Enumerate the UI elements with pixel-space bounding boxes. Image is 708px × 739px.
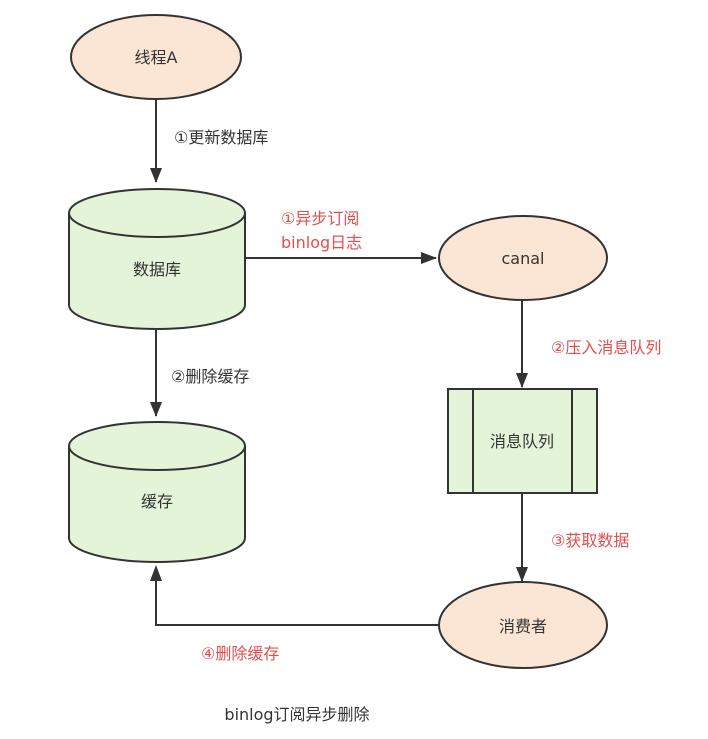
edge-label-delete-cache: ②删除缓存 bbox=[171, 367, 249, 386]
edge-label-fetch-data: ③获取数据 bbox=[551, 531, 629, 550]
arrowhead-icon bbox=[150, 168, 162, 183]
cylinder-body bbox=[68, 446, 246, 563]
ellipse-shape bbox=[438, 215, 608, 301]
node-label: 数据库 bbox=[133, 260, 181, 279]
node-canal[interactable]: canal bbox=[438, 215, 608, 301]
node-cache[interactable]: 缓存 bbox=[68, 421, 246, 563]
node-message-queue[interactable]: 消息队列 bbox=[447, 388, 598, 494]
node-label: 线程A bbox=[135, 48, 178, 67]
cylinder-top bbox=[68, 421, 246, 471]
arrowhead-icon bbox=[421, 252, 437, 264]
edge-push-mq bbox=[516, 300, 528, 388]
edge-label-subscribe-line1: ①异步订阅 bbox=[281, 209, 359, 228]
ellipse-shape bbox=[70, 14, 242, 100]
arrowhead-icon bbox=[516, 373, 528, 388]
node-label: 消费者 bbox=[499, 617, 547, 636]
node-thread-a[interactable]: 线程A bbox=[70, 14, 242, 100]
edge-line bbox=[155, 568, 438, 626]
edge-label-consumer-delete-cache: ④删除缓存 bbox=[201, 644, 279, 663]
diagram-caption: binlog订阅异步删除 bbox=[224, 705, 369, 724]
edge-update-db bbox=[150, 97, 162, 183]
edge-label-update-db: ①更新数据库 bbox=[174, 128, 268, 147]
edge-subscribe-binlog bbox=[246, 252, 437, 264]
node-label: 消息队列 bbox=[490, 432, 554, 451]
edge-consumer-delete-cache bbox=[150, 565, 438, 626]
arrowhead-icon bbox=[150, 565, 162, 581]
arrowhead-icon bbox=[150, 402, 162, 417]
edge-delete-cache bbox=[150, 330, 162, 417]
edge-label-push-mq: ②压入消息队列 bbox=[551, 338, 661, 357]
edge-fetch-data bbox=[516, 493, 528, 582]
edge-label-subscribe-line2: binlog日志 bbox=[281, 233, 362, 252]
node-database[interactable]: 数据库 bbox=[68, 188, 246, 330]
node-label: 缓存 bbox=[141, 492, 173, 511]
arrowhead-icon bbox=[516, 567, 528, 582]
cylinder-top bbox=[68, 188, 246, 238]
node-label: canal bbox=[502, 249, 545, 268]
node-consumer[interactable]: 消费者 bbox=[438, 581, 608, 669]
cylinder-body bbox=[68, 213, 246, 330]
ellipse-shape bbox=[438, 581, 608, 669]
